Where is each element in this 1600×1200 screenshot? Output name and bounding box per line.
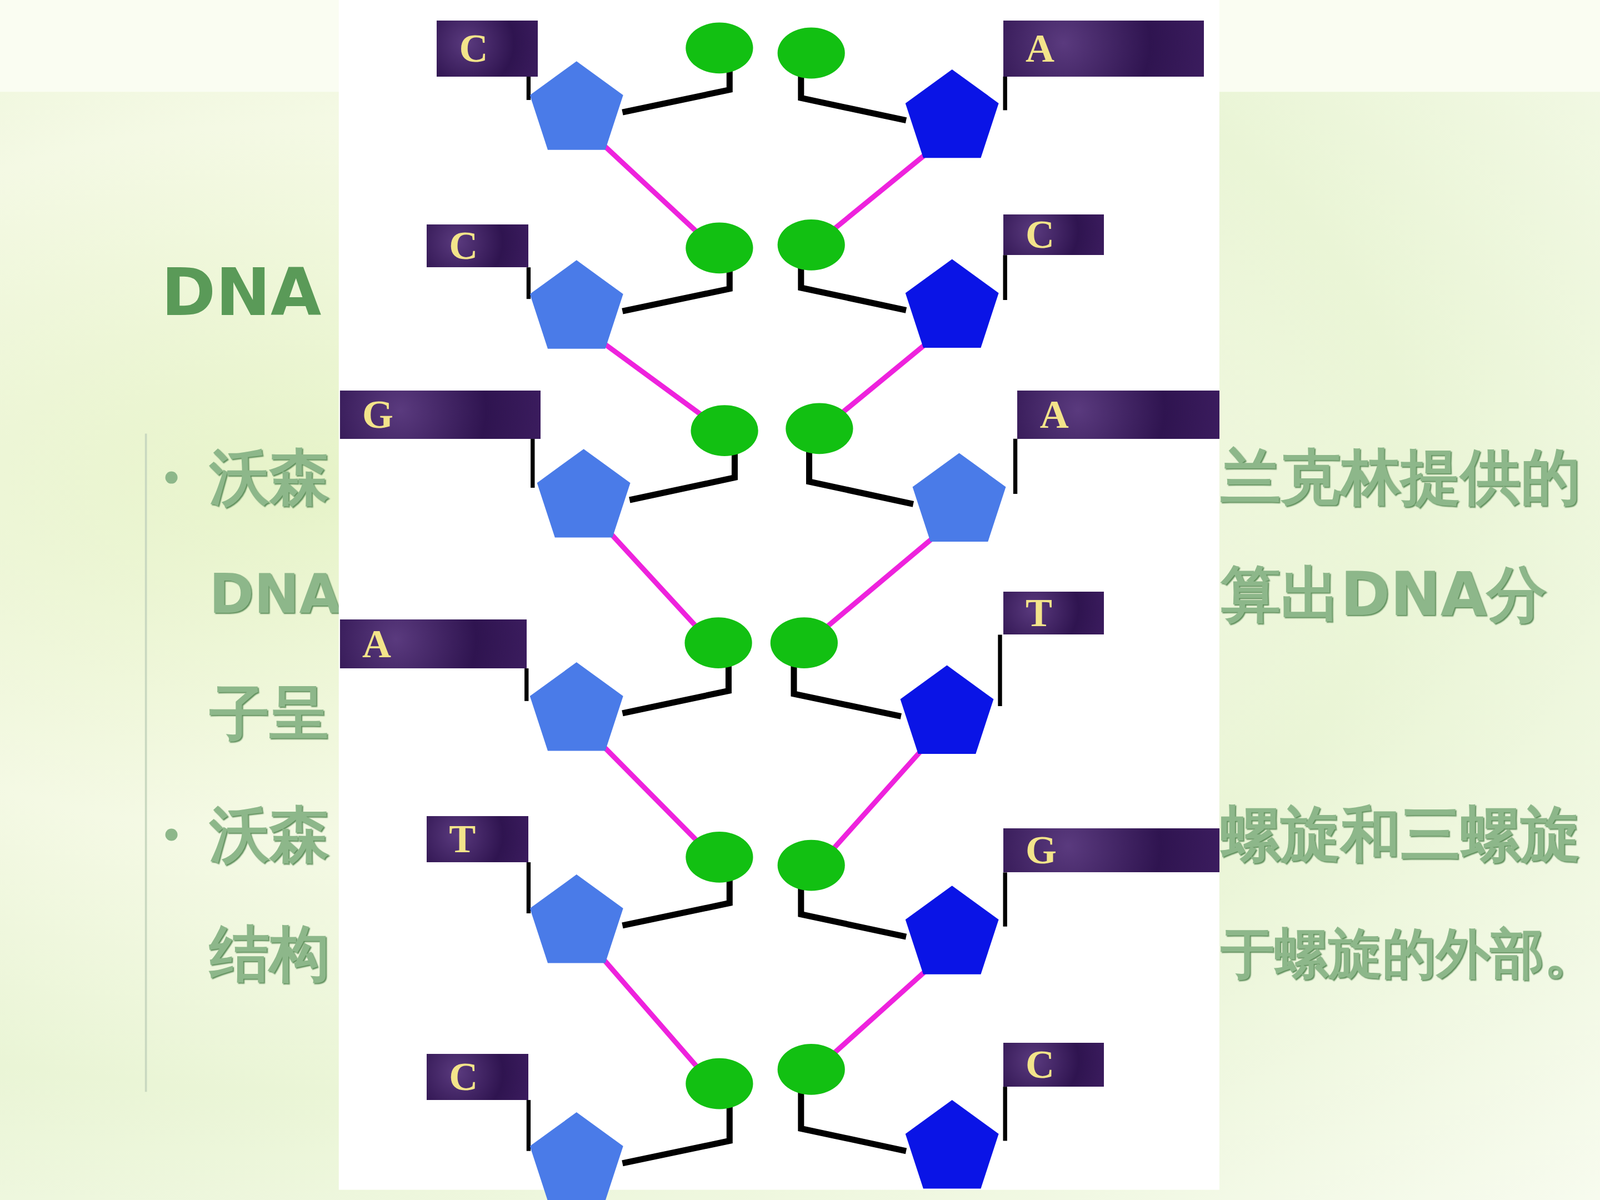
- phosphodiester-bond: [822, 534, 937, 631]
- deoxyribose-pentagon: [530, 260, 624, 349]
- base-letter: C: [426, 1053, 529, 1100]
- deoxyribose-pentagon: [537, 448, 631, 538]
- base-box: C: [426, 224, 529, 268]
- sugar-phosphate-bond: [629, 448, 735, 500]
- phosphodiester-bond: [598, 741, 702, 845]
- base-sugar-bond: [1003, 872, 1008, 927]
- base-sugar-bond: [530, 438, 535, 488]
- base-box: T: [1003, 591, 1105, 635]
- base-sugar-bond: [1003, 255, 1008, 300]
- base-sugar-bond: [1003, 76, 1008, 111]
- rule-line: [145, 433, 148, 1093]
- white-panel: [338, 0, 1220, 1190]
- phosphodiester-bond: [606, 528, 700, 631]
- base-sugar-bond: [526, 862, 531, 914]
- base-letter: T: [426, 816, 529, 863]
- base-letter: C: [436, 20, 538, 77]
- slide-text: 沃森: [209, 801, 330, 868]
- deoxyribose-pentagon: [530, 662, 624, 751]
- base-sugar-bond: [524, 668, 529, 702]
- phosphate-group: [685, 222, 753, 274]
- base-letter: C: [1003, 1042, 1105, 1087]
- sugar-phosphate-bond: [622, 875, 730, 926]
- phosphodiester-bond: [598, 340, 707, 419]
- phosphodiester-bond: [598, 140, 702, 236]
- deoxyribose-pentagon: [530, 874, 624, 963]
- base-box: A: [1003, 20, 1205, 77]
- phosphate-group: [785, 403, 853, 455]
- bullet: [165, 471, 178, 484]
- base-sugar-bond: [1003, 1086, 1008, 1141]
- base-box: T: [426, 816, 529, 863]
- base-box: G: [340, 390, 542, 439]
- phosphate-group: [684, 617, 752, 669]
- deoxyribose-pentagon: [530, 1112, 624, 1200]
- phosphate-group: [770, 617, 838, 669]
- sugar-phosphate-bond: [809, 446, 914, 504]
- sugar-phosphate-bond: [622, 1102, 730, 1164]
- base-box: C: [1003, 1042, 1105, 1087]
- sugar-phosphate-bond: [622, 661, 729, 714]
- base-sugar-bond: [1013, 438, 1018, 494]
- deoxyribose-pentagon: [900, 665, 994, 754]
- phosphate-group: [777, 840, 845, 892]
- deoxyribose-pentagon: [905, 885, 999, 974]
- bullet: [165, 828, 178, 841]
- base-letter: A: [340, 619, 527, 669]
- phosphodiester-bond: [829, 746, 925, 853]
- base-letter: G: [1003, 828, 1220, 873]
- slide-text: 于螺旋的外部。: [1220, 924, 1598, 984]
- base-sugar-bond: [526, 1100, 531, 1152]
- phosphodiester-bond: [837, 340, 930, 417]
- phosphodiester-bond: [598, 953, 702, 1072]
- deoxyribose-pentagon: [912, 453, 1007, 542]
- base-box: C: [436, 20, 538, 77]
- base-box: G: [1003, 828, 1220, 873]
- base-box: C: [1003, 214, 1105, 255]
- slide-text: 结构: [209, 921, 330, 988]
- slide-text: 子呈: [209, 681, 330, 748]
- base-sugar-bond: [997, 634, 1002, 707]
- base-sugar-bond: [526, 76, 531, 100]
- sugar-phosphate-bond: [801, 883, 907, 938]
- base-letter: T: [1003, 591, 1105, 635]
- base-letter: C: [426, 224, 529, 268]
- sugar-phosphate-bond: [801, 71, 907, 121]
- phosphate-group: [685, 22, 753, 74]
- sugar-phosphate-bond: [801, 1087, 907, 1152]
- phosphate-group: [777, 27, 845, 79]
- base-letter: A: [1003, 20, 1205, 77]
- deoxyribose-pentagon: [905, 69, 999, 158]
- deoxyribose-pentagon: [905, 259, 999, 348]
- base-letter: A: [1017, 390, 1220, 439]
- phosphate-group: [690, 405, 758, 457]
- slide-title: DNA: [161, 256, 322, 329]
- slide-text: 沃森: [209, 444, 330, 511]
- phosphodiester-bond: [829, 151, 930, 233]
- slide-text: 螺旋和三螺旋: [1220, 801, 1581, 868]
- slide-text: 算出DNA分: [1220, 561, 1548, 628]
- sugar-phosphate-bond: [793, 661, 902, 717]
- base-letter: C: [1003, 214, 1105, 255]
- deoxyribose-pentagon: [905, 1100, 999, 1189]
- phosphate-group: [685, 1058, 753, 1110]
- base-box: A: [340, 619, 527, 669]
- phosphate-group: [685, 831, 753, 883]
- base-letter: G: [340, 390, 542, 439]
- phosphate-group: [777, 219, 845, 271]
- base-box: A: [1017, 390, 1220, 439]
- base-box: C: [426, 1053, 529, 1100]
- phosphate-group: [777, 1043, 845, 1095]
- slide-text: 兰克林提供的: [1220, 444, 1581, 511]
- sugar-phosphate-bond: [801, 263, 907, 310]
- phosphodiester-bond: [829, 967, 930, 1058]
- deoxyribose-pentagon: [530, 61, 624, 150]
- sugar-phosphate-bond: [622, 66, 730, 113]
- slide-text: DNA: [209, 565, 342, 625]
